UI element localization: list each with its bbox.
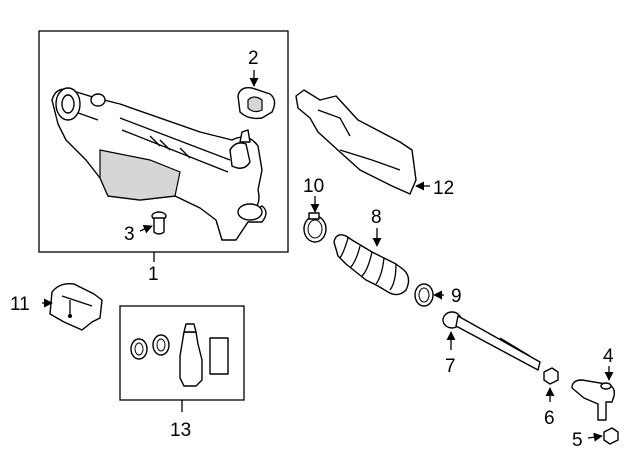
callout-5: 5 xyxy=(572,430,583,451)
callout-3: 3 xyxy=(124,224,135,245)
callout-9: 9 xyxy=(451,286,462,307)
callout-10: 10 xyxy=(303,176,324,197)
callout-6: 6 xyxy=(544,408,555,429)
bolt-part-3 xyxy=(151,211,167,235)
callout-labels: 1 2 3 4 5 6 7 8 9 10 11 12 13 xyxy=(10,48,614,451)
assembly-1-box xyxy=(38,30,289,253)
callout-8: 8 xyxy=(371,207,382,228)
tie-rod-end-part-4 xyxy=(571,379,616,421)
callout-11: 11 xyxy=(10,294,30,315)
callout-2: 2 xyxy=(248,48,259,69)
clamp-part-9 xyxy=(414,283,434,307)
callout-13: 13 xyxy=(170,420,191,441)
mount-part-2 xyxy=(237,86,276,120)
bracket-part-11 xyxy=(49,282,103,331)
callout-4: 4 xyxy=(603,346,614,367)
nut-part-5 xyxy=(603,427,619,445)
nut-part-6 xyxy=(543,367,559,385)
tie-rod-part-7 xyxy=(442,311,541,371)
boot-part-8 xyxy=(333,234,410,296)
leader-lines xyxy=(42,70,614,442)
kit-13-contents xyxy=(130,323,229,387)
clamp-part-10 xyxy=(303,212,327,243)
callout-1: 1 xyxy=(148,264,159,285)
callout-12: 12 xyxy=(433,178,454,199)
steering-gear xyxy=(51,87,267,241)
callout-7: 7 xyxy=(445,356,456,377)
heat-shield-part-12 xyxy=(295,89,417,195)
